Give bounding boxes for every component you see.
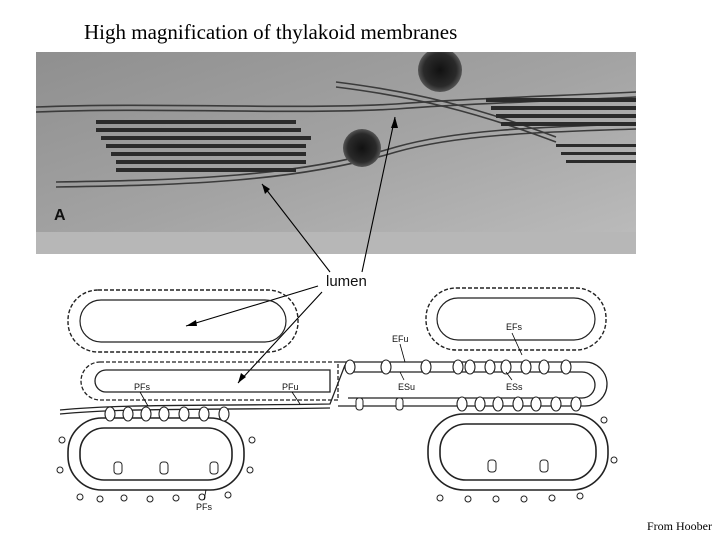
label-pfs: PFs [134, 382, 151, 392]
image-credit: From Hoober [647, 519, 712, 533]
label-efu: EFu [392, 334, 409, 344]
lumen-label: lumen [326, 273, 367, 290]
label-ess: ESs [506, 382, 523, 392]
electron-micrograph: A [36, 52, 636, 254]
label-pfu: PFu [282, 382, 299, 392]
micrograph-panel-label: A [54, 207, 66, 224]
label-esu: ESu [398, 382, 415, 392]
label-bottom-pf: PFs [196, 502, 213, 512]
label-efs: EFs [506, 322, 523, 332]
lumen-arrows [185, 116, 396, 384]
slide-title: High magnification of thylakoid membrane… [84, 20, 458, 44]
